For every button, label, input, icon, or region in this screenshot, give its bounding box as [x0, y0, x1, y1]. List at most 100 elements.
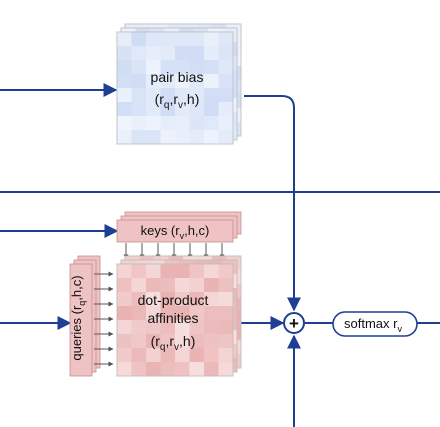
pair-bias-cell	[160, 32, 176, 47]
affinities-cell	[204, 278, 219, 293]
pair-bias-label: pair bias	[151, 69, 204, 85]
pair-bias-cell	[146, 46, 161, 61]
affinities-cell	[146, 348, 161, 363]
affinities-tensor	[116, 255, 242, 377]
affinities-cell	[160, 348, 176, 363]
pair-bias-cell	[204, 46, 219, 61]
affinities-cell	[175, 320, 190, 335]
affinities-cell	[175, 334, 190, 349]
affinities-cell	[189, 264, 205, 279]
pair-bias-cell	[218, 88, 234, 103]
affinities-cell	[117, 362, 132, 377]
affinities-cell	[218, 348, 234, 363]
pair-bias-cell	[175, 102, 190, 117]
affinities-cell	[175, 292, 190, 307]
affinities-layer	[116, 263, 234, 377]
pair-bias-cell	[117, 46, 132, 61]
affinities-label-line1: dot-product	[138, 292, 209, 308]
affinities-cell	[160, 278, 176, 293]
pair-bias-cell	[189, 130, 205, 145]
pair-bias-cell	[175, 88, 190, 103]
pair-bias-cell	[175, 46, 190, 61]
pair-bias-cell	[160, 116, 176, 131]
affinities-cell	[117, 292, 132, 307]
queries-label: queries (rq,h,c)	[69, 275, 87, 360]
pair-bias-cell	[160, 130, 176, 145]
pair-bias-cell	[189, 102, 205, 117]
pair-bias-cell	[175, 60, 190, 75]
affinities-cell	[218, 306, 234, 321]
affinities-cell	[117, 264, 132, 279]
pair-bias-cell	[160, 60, 176, 75]
add-node: +	[283, 312, 305, 334]
affinities-cell	[146, 264, 161, 279]
pair-bias-cell	[204, 88, 219, 103]
pair-bias-cell	[218, 116, 234, 131]
pair-bias-cell	[117, 32, 132, 47]
pair-bias-cell	[117, 74, 132, 89]
affinities-cell	[146, 334, 161, 349]
pair-bias-cell	[146, 116, 161, 131]
affinities-cell	[146, 306, 161, 321]
affinities-cell	[175, 306, 190, 321]
pair-bias-cell	[204, 102, 219, 117]
affinities-cell	[160, 264, 176, 279]
pair-bias-cell	[146, 102, 161, 117]
pair-bias-cell	[189, 74, 205, 89]
affinities-cell	[117, 348, 132, 363]
affinities-cell	[131, 334, 147, 349]
affinities-cell	[218, 320, 234, 335]
affinities-cell	[175, 362, 190, 377]
pair-bias-cell	[160, 102, 176, 117]
pair-bias-cell	[218, 130, 234, 145]
pair-bias-cell	[117, 60, 132, 75]
pair-bias-cell	[175, 116, 190, 131]
affinities-cell	[218, 362, 234, 377]
affinities-cell	[189, 362, 205, 377]
affinities-cell	[131, 292, 147, 307]
pair-bias-cell	[218, 32, 234, 47]
affinities-label-line2: affinities	[147, 310, 198, 326]
pair-bias-cell	[131, 74, 147, 89]
pair-bias-cell	[117, 116, 132, 131]
affinities-cell	[204, 348, 219, 363]
pair-bias-cell	[117, 88, 132, 103]
pair-bias-cell	[175, 130, 190, 145]
pair-bias-cell	[218, 46, 234, 61]
affinities-cell	[160, 306, 176, 321]
pair-bias-cell	[204, 32, 219, 47]
pair-bias-cell	[189, 60, 205, 75]
affinities-cell	[189, 306, 205, 321]
pair-bias-cell	[160, 74, 176, 89]
affinities-shape-label: (rq,rv,h)	[151, 333, 196, 353]
plus-icon: +	[289, 314, 299, 333]
affinities-cell	[204, 306, 219, 321]
affinities-cell	[131, 362, 147, 377]
pair-bias-cell	[204, 74, 219, 89]
pair-bias-cell	[204, 130, 219, 145]
connector-lines	[0, 83, 440, 427]
affinities-cell	[146, 292, 161, 307]
pair-bias-to-sum-connector	[244, 95, 301, 312]
affinities-cell	[131, 264, 147, 279]
pair-bias-cell	[189, 88, 205, 103]
affinities-cell	[218, 278, 234, 293]
affinities-cell	[131, 278, 147, 293]
pair-bias-cell	[146, 60, 161, 75]
affinities-cell	[175, 264, 190, 279]
affinities-cell	[131, 320, 147, 335]
affinities-cell	[175, 348, 190, 363]
affinities-cell	[160, 292, 176, 307]
affinities-cell	[175, 278, 190, 293]
affinities-cell	[204, 264, 219, 279]
broadcast-arrows	[94, 243, 225, 367]
affinities-cell	[117, 278, 132, 293]
softmax-label: softmax rv	[344, 316, 402, 334]
pair-bias-cell	[204, 116, 219, 131]
affinities-cell	[117, 320, 132, 335]
pair-bias-cell	[189, 46, 205, 61]
pair-bias-cell	[131, 88, 147, 103]
pair-bias-cell	[146, 130, 161, 145]
affinities-cell	[146, 362, 161, 377]
